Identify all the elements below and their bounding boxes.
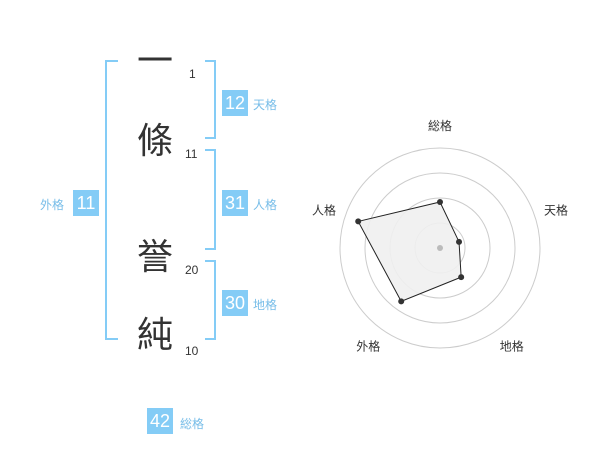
tenkaku-value: 12 bbox=[222, 90, 248, 116]
soukaku-label: 総格 bbox=[180, 417, 205, 431]
radar-ring bbox=[364, 172, 516, 324]
bracket-line bbox=[214, 260, 216, 340]
radar-point-3 bbox=[458, 274, 465, 281]
radar-point-1 bbox=[437, 199, 443, 205]
chikaku-label: 地格 bbox=[253, 298, 278, 312]
name-char-3: 誉 bbox=[136, 237, 173, 278]
radar-axis-label-3: 地格 bbox=[500, 339, 524, 354]
radar-point-5 bbox=[355, 218, 362, 225]
jinkaku-label: 人格 bbox=[253, 198, 278, 212]
stroke-count-3: 20 bbox=[185, 263, 199, 277]
tenkaku-label: 天格 bbox=[253, 98, 278, 112]
bracket-line bbox=[205, 260, 216, 262]
chikaku-value: 30 bbox=[222, 290, 248, 316]
radar-point-4 bbox=[398, 298, 405, 305]
bracket-line bbox=[214, 149, 216, 250]
bracket-line bbox=[105, 60, 118, 62]
gaikaku-value: 11 bbox=[73, 190, 99, 216]
jinkaku-value: 31 bbox=[222, 190, 248, 216]
radar-axis-label-1: 総格 bbox=[428, 118, 452, 133]
radar-center bbox=[437, 245, 443, 251]
gaikaku-label: 外格 bbox=[40, 198, 65, 212]
name-char-4: 純 bbox=[136, 315, 173, 356]
radar-polygon bbox=[357, 201, 462, 303]
bracket-line bbox=[205, 248, 216, 250]
radar-axis-label-4: 外格 bbox=[356, 339, 380, 354]
name-char-1: 一 bbox=[136, 41, 173, 82]
name-char-2: 條 bbox=[136, 121, 173, 162]
radar-axis-label-5: 人格 bbox=[312, 202, 336, 217]
bracket-line bbox=[205, 137, 216, 139]
bracket-line bbox=[205, 149, 216, 151]
stroke-count-2: 11 bbox=[185, 147, 198, 161]
bracket-line bbox=[205, 60, 216, 62]
bracket-line bbox=[105, 338, 118, 340]
soukaku-value: 42 bbox=[147, 408, 173, 434]
bracket-line bbox=[105, 60, 107, 340]
stroke-count-4: 10 bbox=[185, 344, 199, 358]
radar-axis-label-2: 天格 bbox=[544, 202, 568, 217]
radar-ring bbox=[339, 147, 541, 349]
radar-point-2 bbox=[456, 238, 463, 245]
stroke-count-1: 1 bbox=[189, 67, 196, 81]
bracket-line bbox=[205, 338, 216, 340]
bracket-line bbox=[214, 60, 216, 139]
